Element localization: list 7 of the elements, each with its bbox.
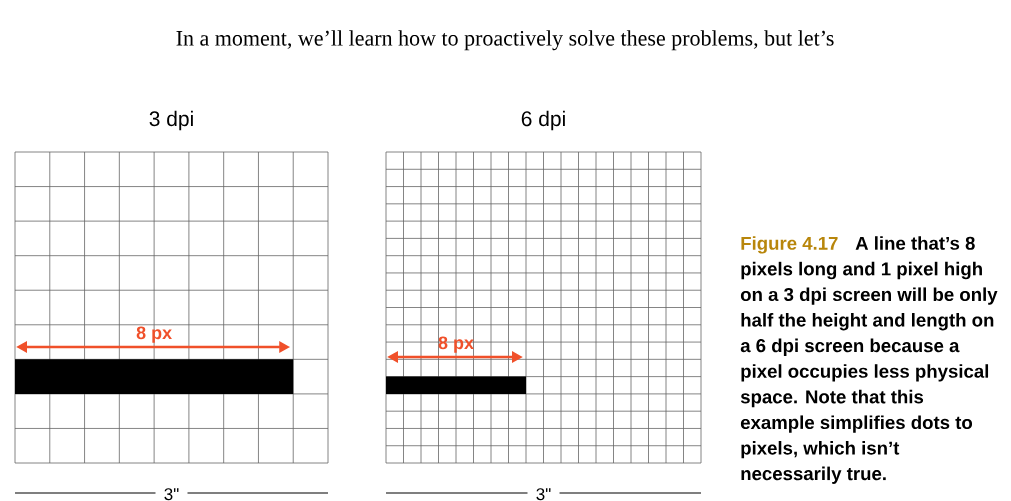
dimension-label: 3": [536, 488, 551, 501]
figure-caption: Figure 4.17 A line that’s 8 pixels long and 1 pixel high on a 3 dpi screen will be only half the height and length on a 6 dpi screen because a pixel occupies less physical space. Note that this example simplifies dots to pixels, which isn’t necessarily true.: [740, 236, 998, 484]
grid-title: 6 dpi: [521, 110, 565, 131]
dimension-label: 3": [164, 488, 179, 501]
body-text: In a moment, we’ll learn how to proactively solve these problems, but let’s: [176, 30, 834, 51]
dimension-label: 8 px: [136, 326, 172, 343]
grid-title: 3 dpi: [149, 110, 193, 131]
